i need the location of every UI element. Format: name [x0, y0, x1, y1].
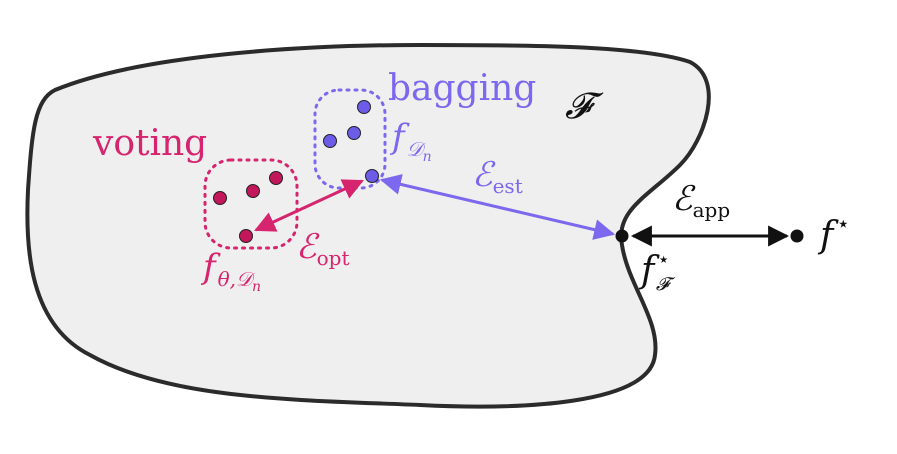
voting-point	[269, 171, 283, 185]
bagging-point	[347, 126, 361, 140]
voting-point	[246, 184, 260, 198]
f-F-star-label: f⋆𝓕	[638, 247, 676, 295]
optimization-error-arrow	[254, 179, 364, 232]
optimization-error-label: ℰopt	[296, 227, 349, 270]
bagging-group-box	[313, 88, 387, 190]
voting-point	[213, 191, 227, 205]
function-class-region	[25, 42, 711, 409]
bagging-point	[357, 100, 371, 114]
estimation-error-label: ℰest	[472, 155, 523, 198]
f-star-point	[790, 229, 804, 243]
bagging-point	[323, 134, 337, 148]
approximation-error-label: ℰapp	[672, 179, 730, 222]
f-star-label: f⋆	[817, 212, 850, 256]
estimation-error-arrow	[379, 174, 616, 240]
voting-label: voting	[92, 123, 207, 164]
bagging-label: bagging	[388, 68, 536, 109]
voting-point-ensemble	[239, 229, 253, 243]
bagging-point-ensemble	[365, 169, 379, 183]
f-F-star-point	[615, 229, 629, 243]
